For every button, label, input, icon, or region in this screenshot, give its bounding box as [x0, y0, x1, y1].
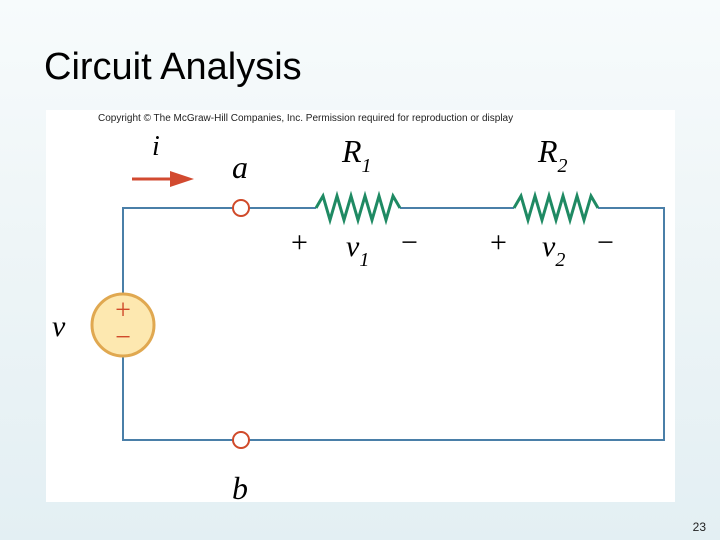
node-a-label: a	[232, 149, 248, 185]
source-minus-sign: −	[115, 322, 131, 353]
voltage-source-icon	[90, 292, 156, 358]
source-voltage-label: v	[52, 310, 66, 343]
v2-plus-sign: +	[490, 226, 507, 259]
terminal-b	[232, 431, 250, 449]
circuit-diagram: Copyright © The McGraw-Hill Companies, I…	[52, 113, 665, 502]
v2-label: v2	[542, 230, 565, 271]
resistor-r1-label: R1	[341, 133, 372, 177]
terminal-a	[232, 199, 250, 217]
circuit-figure: Copyright © The McGraw-Hill Companies, I…	[46, 110, 675, 502]
wire-bottom-left	[122, 354, 234, 441]
v1-label: v1	[346, 230, 369, 271]
source-plus-sign: +	[115, 295, 131, 326]
wire-right	[248, 207, 665, 441]
v2-minus-sign: −	[597, 226, 614, 259]
slide-title: Circuit Analysis	[44, 46, 302, 88]
resistor-r2	[512, 190, 600, 226]
node-b-label: b	[232, 470, 248, 502]
current-arrow-icon	[132, 171, 194, 187]
resistor-r2-label: R2	[537, 133, 568, 177]
circuit-wires	[122, 207, 665, 441]
page-number: 23	[692, 520, 706, 534]
v1-plus-sign: +	[291, 226, 308, 259]
v1-minus-sign: −	[401, 226, 418, 259]
resistor-r1	[314, 190, 402, 226]
current-label: i	[152, 131, 160, 162]
copyright-notice: Copyright © The McGraw-Hill Companies, I…	[98, 113, 513, 124]
wire-top-left	[122, 207, 234, 296]
